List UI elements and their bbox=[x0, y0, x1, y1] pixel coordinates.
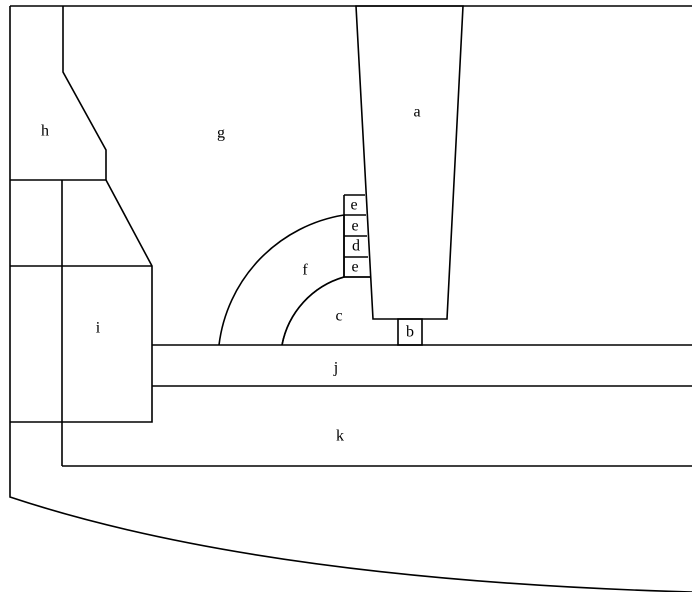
label-b: b bbox=[406, 324, 414, 341]
label-e-second: e bbox=[351, 218, 358, 235]
region-a-outline bbox=[355, 5, 464, 320]
label-c: c bbox=[335, 308, 342, 325]
label-f: f bbox=[302, 262, 308, 279]
region-ede-stack bbox=[343, 194, 370, 278]
label-k: k bbox=[336, 428, 344, 445]
label-a: a bbox=[413, 104, 420, 121]
label-h: h bbox=[41, 123, 49, 140]
label-e-bottom: e bbox=[351, 259, 358, 276]
region-c-arc bbox=[281, 276, 370, 346]
region-f-arc bbox=[218, 214, 345, 346]
region-i-outline bbox=[10, 179, 153, 423]
region-h-outline bbox=[10, 6, 107, 181]
label-j: j bbox=[333, 360, 338, 377]
label-e-top: e bbox=[350, 197, 357, 214]
label-g: g bbox=[217, 125, 225, 142]
label-i: i bbox=[96, 320, 101, 337]
label-d: d bbox=[352, 238, 360, 255]
region-j-outline bbox=[152, 344, 692, 387]
region-b-box bbox=[397, 318, 423, 346]
outer-boundary bbox=[9, 5, 692, 592]
